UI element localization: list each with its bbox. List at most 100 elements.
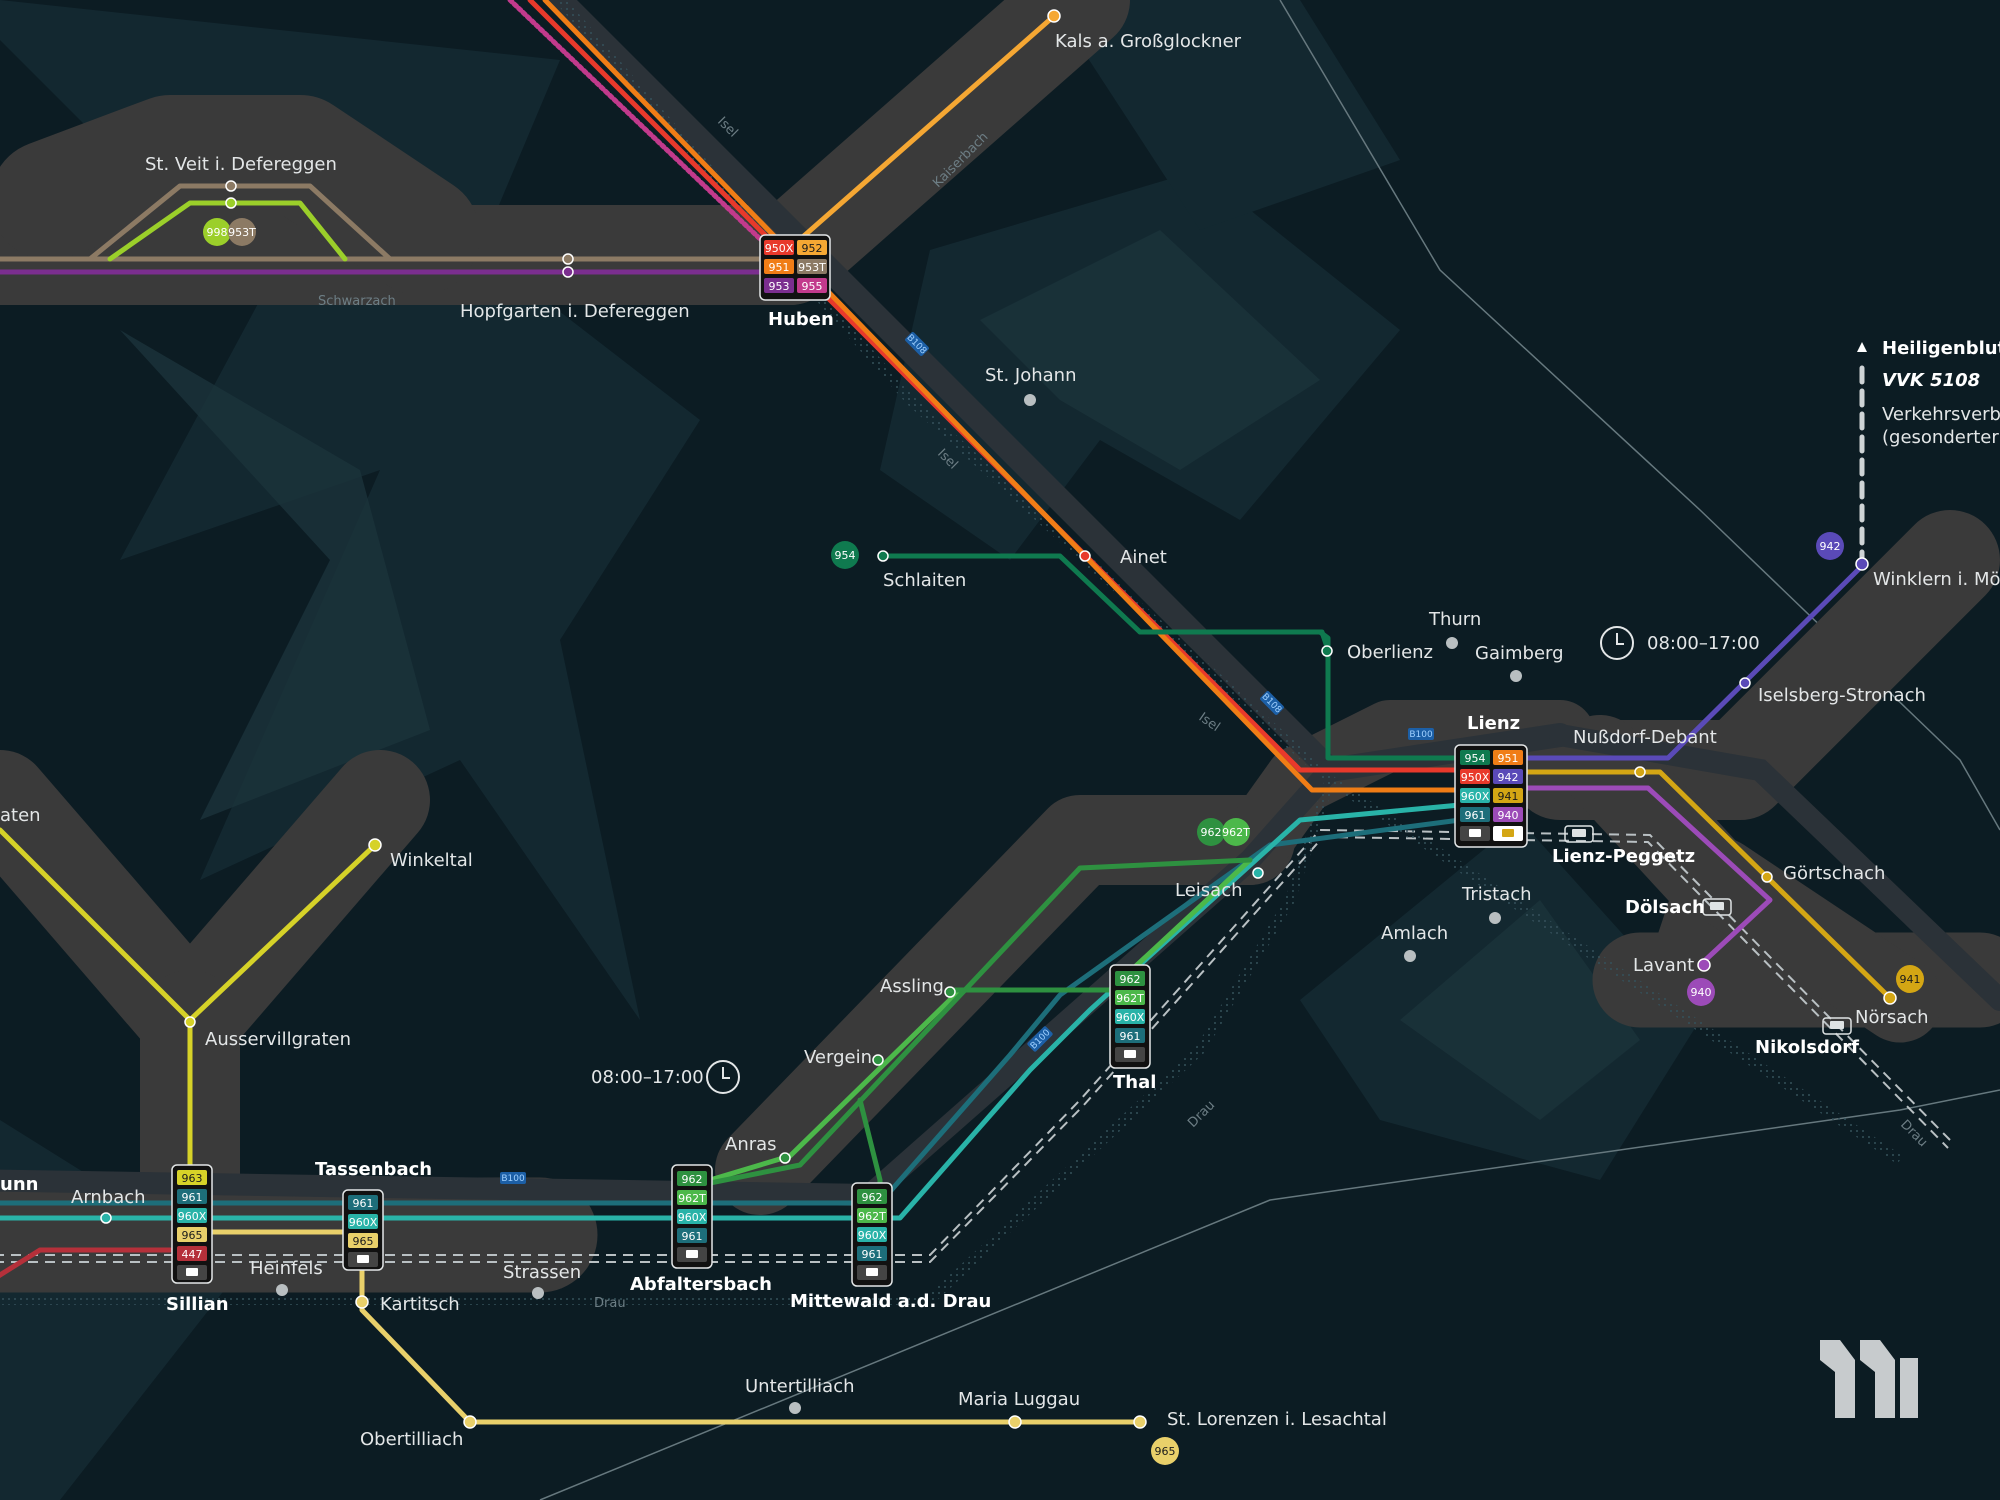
clock-icon xyxy=(706,1060,740,1094)
svg-text:962T: 962T xyxy=(1222,826,1250,839)
svg-text:950X: 950X xyxy=(1461,771,1490,784)
svg-text:Nikolsdorf: Nikolsdorf xyxy=(1755,1037,1859,1058)
svg-text:965: 965 xyxy=(353,1235,374,1248)
svg-text:941: 941 xyxy=(1498,790,1519,803)
svg-text:Kartitsch: Kartitsch xyxy=(380,1294,460,1315)
svg-text:Winkeltal: Winkeltal xyxy=(390,850,473,871)
stop-st-veit-2 xyxy=(225,197,237,209)
svg-text:Görtschach: Görtschach xyxy=(1783,863,1885,884)
svg-text:Lienz-Peggetz: Lienz-Peggetz xyxy=(1552,846,1695,867)
svg-text:Vergein: Vergein xyxy=(804,1047,872,1068)
stop-iselsberg xyxy=(1739,677,1751,689)
svg-text:VVK 5108: VVK 5108 xyxy=(1882,370,1980,391)
line-965 xyxy=(197,1229,1143,1425)
svg-text:962T: 962T xyxy=(858,1210,886,1223)
line-960X xyxy=(0,802,1463,1221)
svg-text:Heinfels: Heinfels xyxy=(250,1258,323,1279)
regional-boundary xyxy=(539,1089,2000,1500)
terrain-shading-light xyxy=(120,230,1640,1120)
svg-text:Lavant: Lavant xyxy=(1633,955,1694,976)
line-998 xyxy=(107,200,348,262)
svg-text:Ainet: Ainet xyxy=(1120,547,1167,568)
svg-text:St. Johann: St. Johann xyxy=(985,365,1077,386)
hub-huben[interactable]: 950X 952 951 953T 953 955 xyxy=(759,234,831,301)
badge-998 xyxy=(203,218,231,246)
svg-text:Iselsberg-Stronach: Iselsberg-Stronach xyxy=(1758,685,1926,706)
svg-text:aten: aten xyxy=(0,805,41,826)
village-amlach xyxy=(1404,950,1416,962)
svg-text:Schwarzach: Schwarzach xyxy=(318,294,396,309)
bus-stop-icons xyxy=(1564,825,1852,1035)
svg-text:965: 965 xyxy=(1155,1445,1176,1458)
vvt-logo xyxy=(1820,1340,1918,1418)
stop-vergein xyxy=(872,1054,884,1066)
line-940 xyxy=(1457,785,1773,968)
village-strassen xyxy=(532,1287,544,1299)
svg-text:940: 940 xyxy=(1691,986,1712,999)
badge-953T xyxy=(228,218,256,246)
svg-text:960X: 960X xyxy=(1461,790,1490,803)
village-points xyxy=(276,394,1522,1414)
hub-thal[interactable]: 962 962T 960X 961 xyxy=(1109,964,1151,1069)
stop-st-lorenzen xyxy=(1133,1415,1147,1429)
hub-tassenbach[interactable]: 961 960X 965 xyxy=(342,1189,384,1271)
village-gaimberg xyxy=(1510,670,1522,682)
svg-text:Mittewald a.d. Drau: Mittewald a.d. Drau xyxy=(790,1291,991,1312)
svg-text:961: 961 xyxy=(862,1248,883,1261)
stop-kartitsch xyxy=(355,1295,369,1309)
line-955 xyxy=(507,0,783,261)
badge-941 xyxy=(1896,965,1924,993)
bus-icon xyxy=(1564,825,1594,843)
svg-text:953: 953 xyxy=(769,280,790,293)
svg-text:Amlach: Amlach xyxy=(1381,923,1448,944)
triangle-up-icon xyxy=(1857,342,1867,352)
time-window-west: 08:00–17:00 xyxy=(591,1067,704,1088)
badge-940 xyxy=(1687,978,1715,1006)
hub-mittewald[interactable]: 962 962T 960X 961 xyxy=(851,1182,893,1287)
svg-text:998: 998 xyxy=(207,226,228,239)
stop-anras xyxy=(779,1152,791,1164)
svg-text:Leisach: Leisach xyxy=(1175,880,1243,901)
stop-arnbach xyxy=(100,1212,112,1224)
line-953T-st-veit xyxy=(87,183,393,262)
stop-st-veit xyxy=(225,180,237,192)
svg-text:St. Veit i. Defereggen: St. Veit i. Defereggen xyxy=(145,154,337,175)
svg-text:960X: 960X xyxy=(1116,1011,1145,1024)
village-thurn xyxy=(1446,637,1458,649)
svg-text:963: 963 xyxy=(182,1172,203,1185)
svg-text:Strassen: Strassen xyxy=(503,1262,581,1283)
svg-text:Assling: Assling xyxy=(880,976,944,997)
svg-text:962: 962 xyxy=(862,1191,883,1204)
badge-954 xyxy=(831,541,859,569)
stop-lavant xyxy=(1697,958,1711,972)
svg-text:961: 961 xyxy=(1465,809,1486,822)
badge-962T xyxy=(1222,818,1250,846)
stop-oberlienz xyxy=(1321,645,1333,657)
svg-text:960X: 960X xyxy=(858,1229,887,1242)
hub-sillian[interactable]: 963 961 960X 965 447 xyxy=(171,1164,213,1284)
svg-text:Abfaltersbach: Abfaltersbach xyxy=(630,1274,772,1295)
stop-winkeltal xyxy=(368,838,382,852)
line-962 xyxy=(707,857,1253,1186)
svg-text:Oberlienz: Oberlienz xyxy=(1347,642,1433,663)
svg-text:447: 447 xyxy=(182,1248,203,1261)
line-447 xyxy=(0,1247,173,1278)
stop-nussdorf xyxy=(1634,766,1646,778)
hub-lienz[interactable]: 954 951 950X 942 960X 941 961 940 xyxy=(1454,744,1528,848)
stop-maria-luggau xyxy=(1008,1415,1022,1429)
stop-ainet xyxy=(1079,550,1091,562)
svg-text:962T: 962T xyxy=(678,1192,706,1205)
stop-noersach xyxy=(1883,991,1897,1005)
time-window-east: 08:00–17:00 xyxy=(1647,633,1760,654)
badge-965 xyxy=(1151,1437,1179,1465)
svg-text:(gesonderter T: (gesonderter T xyxy=(1882,427,2000,448)
svg-text:Obertilliach: Obertilliach xyxy=(360,1429,463,1450)
svg-text:962T: 962T xyxy=(1116,992,1144,1005)
svg-text:Arnbach: Arnbach xyxy=(71,1187,146,1208)
hub-abfaltersbach[interactable]: 962 962T 960X 961 xyxy=(671,1164,713,1269)
svg-text:962: 962 xyxy=(682,1173,703,1186)
stop-ausservillgraten xyxy=(184,1016,196,1028)
badge-942 xyxy=(1816,532,1844,560)
svg-text:Schlaiten: Schlaiten xyxy=(883,570,966,591)
bus-lines xyxy=(0,0,1893,1425)
